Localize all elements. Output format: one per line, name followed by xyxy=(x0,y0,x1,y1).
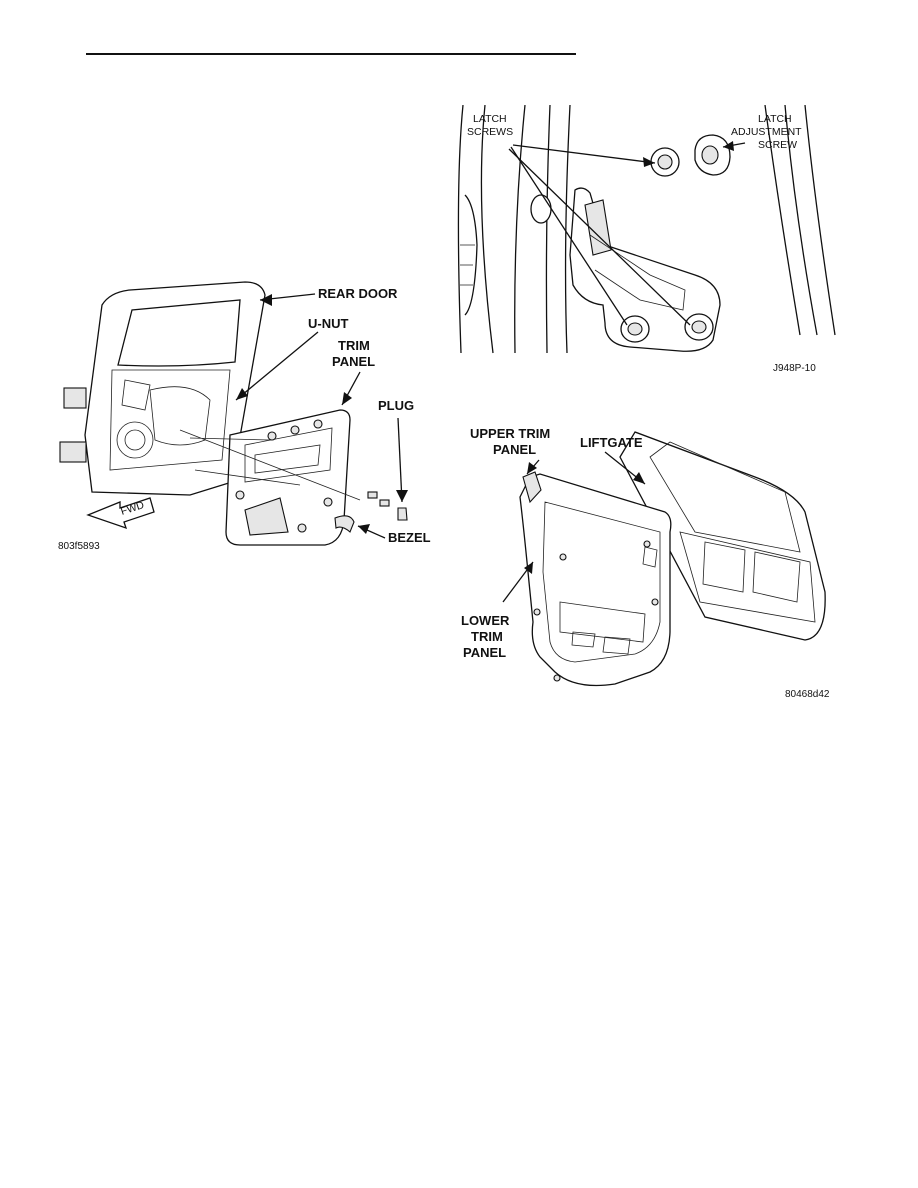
liftgate-illustration xyxy=(519,431,826,687)
liftgate-label: LIFTGATE xyxy=(580,435,643,450)
lower-trim-label-line2: TRIM xyxy=(471,629,503,644)
rear-door-figure-code: 803f5893 xyxy=(58,541,100,552)
trim-panel-label-line1: TRIM xyxy=(338,338,370,353)
latch-figure-code: J948P-10 xyxy=(773,363,816,374)
fwd-arrow: FWD xyxy=(86,497,155,530)
plug-leader xyxy=(397,417,403,503)
liftgate-figure: UPPER TRIM PANEL LIFTGATE LOWER TRIM PAN… xyxy=(461,426,830,700)
plug-label: PLUG xyxy=(378,398,414,413)
latch-illustration xyxy=(457,105,836,354)
latch-screws-label-line2: SCREWS xyxy=(467,126,513,138)
liftgate-figure-code: 80468d42 xyxy=(785,689,830,700)
rear-door-illustration xyxy=(59,281,266,496)
upper-trim-label-line1: UPPER TRIM xyxy=(470,426,550,441)
latch-adjust-label-line1: LATCH xyxy=(758,113,792,125)
header-rule xyxy=(86,53,576,55)
u-nut-label: U-NUT xyxy=(308,316,348,331)
trim-panel-illustration xyxy=(179,409,408,546)
latch-screw-leader-3 xyxy=(508,148,691,326)
upper-trim-label-line2: PANEL xyxy=(493,442,536,457)
latch-screw-leader-1 xyxy=(512,144,656,164)
latch-screws-label-line1: LATCH xyxy=(473,113,507,125)
rear-door-figure: FWD REAR DOOR U-NUT TRIM PANEL PLUG BEZE… xyxy=(58,281,431,552)
bezel-label: BEZEL xyxy=(388,530,431,545)
latch-figure: LATCH SCREWS LATCH ADJUSTMENT SCREW J948… xyxy=(457,105,836,374)
rear-door-label: REAR DOOR xyxy=(318,286,398,301)
u-nut-leader xyxy=(235,331,319,401)
lower-trim-label-line3: PANEL xyxy=(463,645,506,660)
lower-trim-label-line1: LOWER xyxy=(461,613,510,628)
trim-panel-label-line2: PANEL xyxy=(332,354,375,369)
latch-adjust-label-line3: SCREW xyxy=(758,139,797,151)
latch-adjust-label-line2: ADJUSTMENT xyxy=(731,126,802,138)
latch-screw-leader-2 xyxy=(510,146,628,326)
